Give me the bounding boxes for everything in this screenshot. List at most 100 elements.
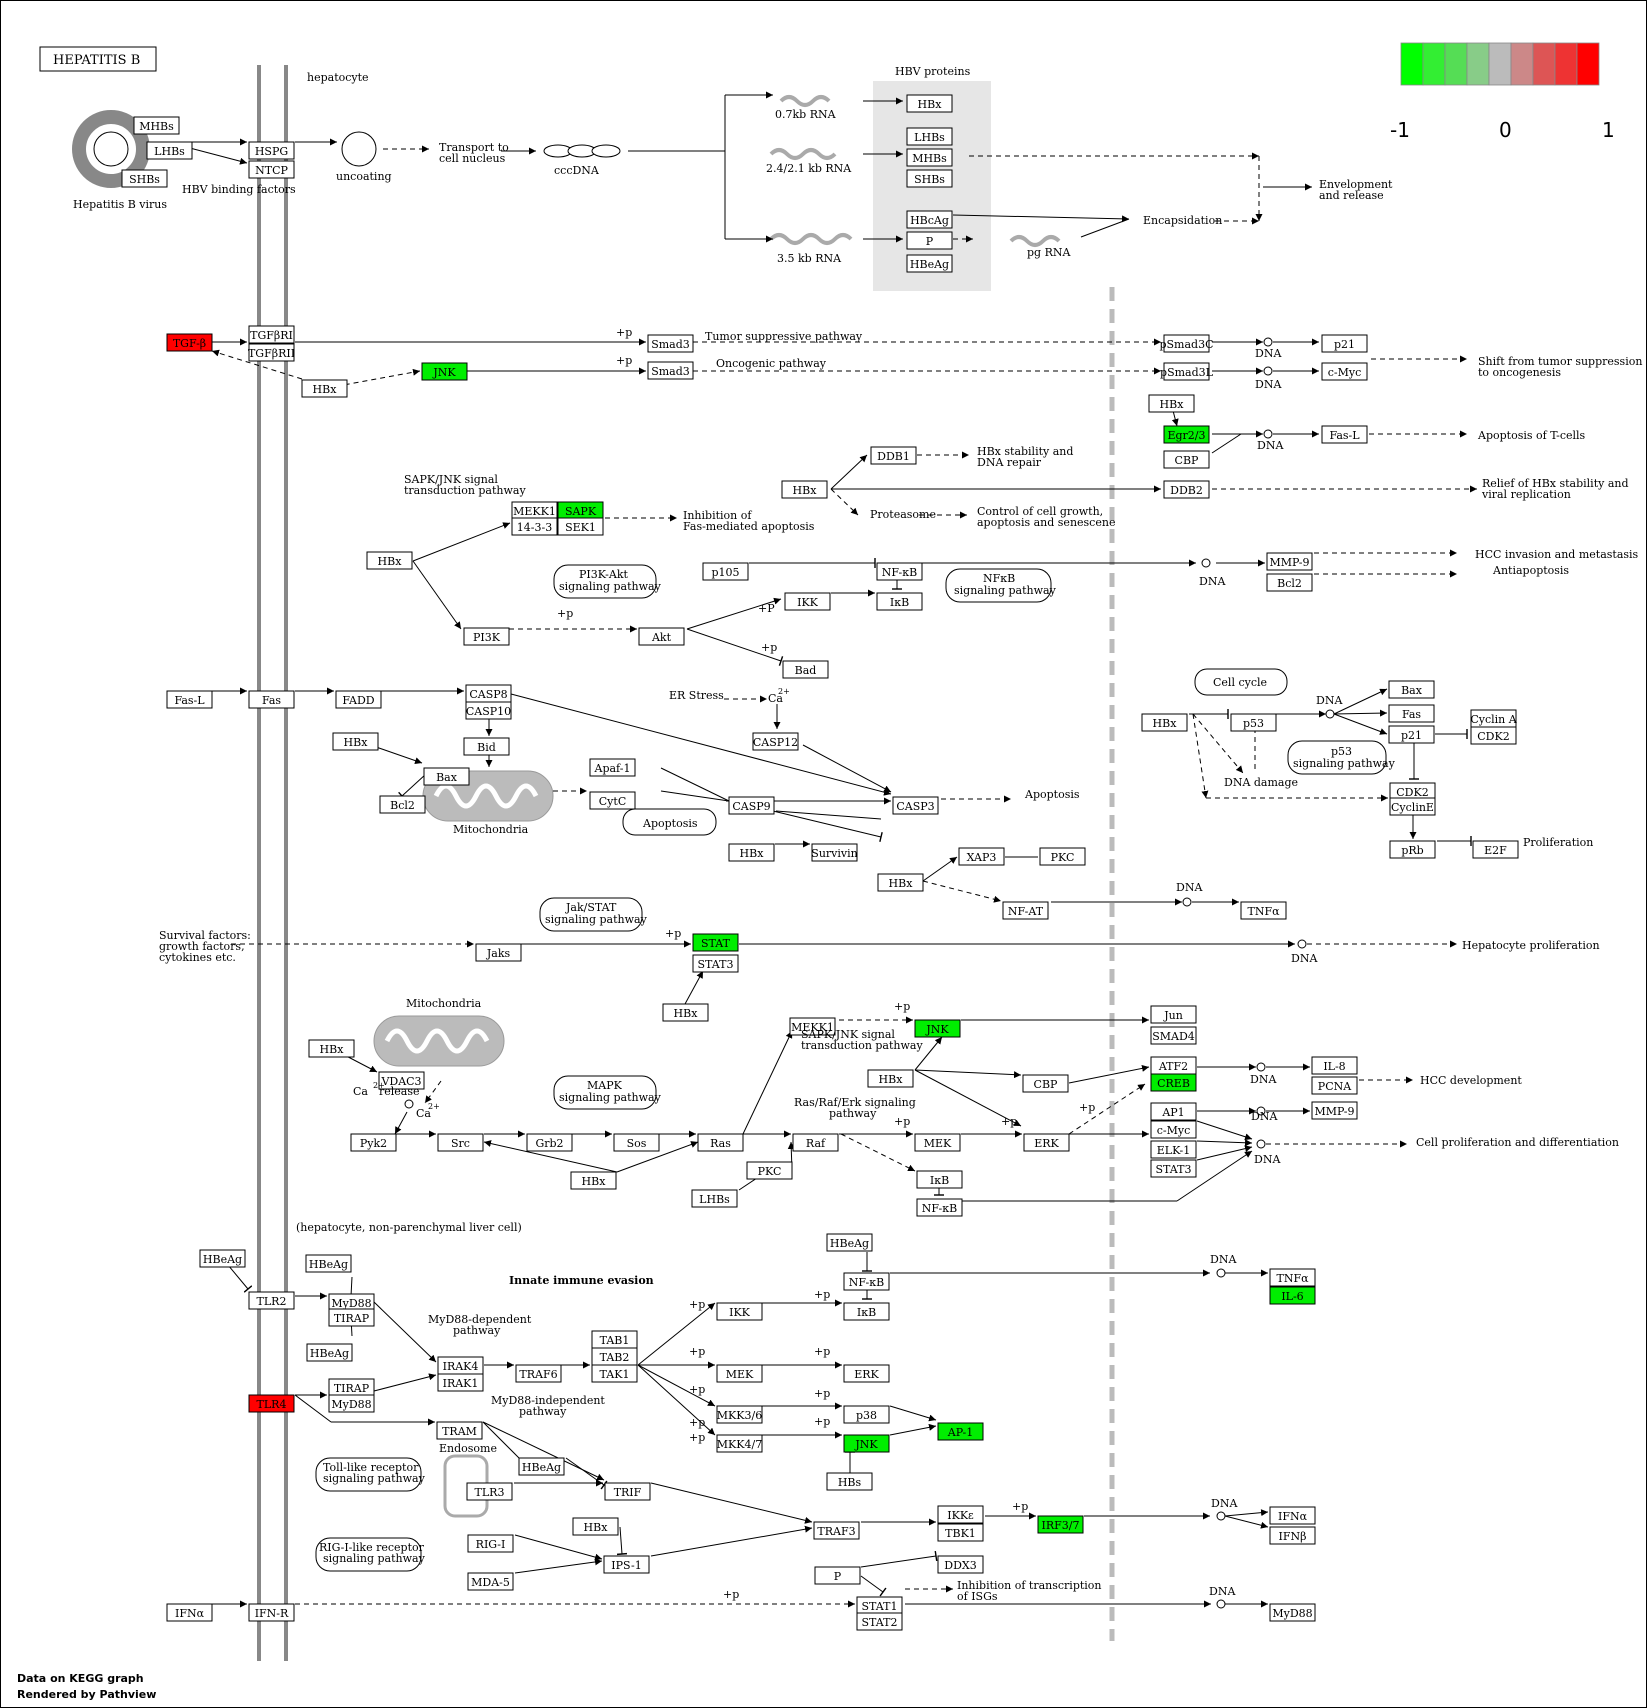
gene-node-mhbs_p[interactable]: MHBs: [906, 148, 953, 167]
gene-node-nfkb3[interactable]: NF-κB: [843, 1272, 890, 1291]
gene-node-tlr3[interactable]: TLR3: [466, 1482, 513, 1501]
gene-node-e2f[interactable]: E2F: [1472, 840, 1519, 859]
gene-node-elk1[interactable]: ELK-1: [1150, 1140, 1197, 1159]
gene-node-nfat[interactable]: NF-AT: [1002, 901, 1049, 920]
gene-node-hbeag2[interactable]: HBeAg: [305, 1254, 352, 1273]
gene-node-jun[interactable]: Jun: [1150, 1005, 1197, 1024]
gene-node-tlr4[interactable]: TLR4: [248, 1394, 295, 1413]
gene-node-hbx_p[interactable]: HBx: [906, 94, 953, 113]
gene-node-ikke[interactable]: IKKε: [937, 1505, 984, 1524]
gene-node-hbx10[interactable]: HBx: [308, 1039, 355, 1058]
gene-node-cmyc1[interactable]: c-Myc: [1321, 362, 1368, 381]
gene-node-bid[interactable]: Bid: [463, 737, 510, 756]
gene-node-tak1[interactable]: TAK1: [591, 1364, 638, 1383]
gene-node-ifna1[interactable]: IFNα: [166, 1603, 213, 1622]
gene-node-il8[interactable]: IL-8: [1311, 1056, 1358, 1075]
gene-node-hbx6[interactable]: HBx: [728, 843, 775, 862]
gene-node-bax1[interactable]: Bax: [423, 767, 470, 786]
gene-node-hbx2[interactable]: HBx: [1148, 394, 1195, 413]
gene-node-p_p[interactable]: P: [906, 231, 953, 250]
gene-node-p53[interactable]: p53: [1230, 713, 1277, 732]
gene-node-cycline[interactable]: CyclinE: [1389, 797, 1436, 816]
gene-node-tgfb[interactable]: TGF-β: [166, 333, 213, 352]
gene-node-sek1[interactable]: SEK1: [557, 517, 604, 536]
gene-node-tirap1[interactable]: TIRAP: [328, 1308, 375, 1327]
gene-node-bax2[interactable]: Bax: [1388, 680, 1435, 699]
gene-node-nfkb1[interactable]: NF-κB: [876, 562, 923, 581]
gene-node-sapk[interactable]: SAPK: [557, 501, 604, 520]
gene-node-mkk36[interactable]: MKK3/6: [716, 1405, 763, 1424]
gene-node-pkc2[interactable]: PKC: [746, 1161, 793, 1180]
gene-node-erk1[interactable]: ERK: [1023, 1133, 1070, 1152]
gene-node-ifnr[interactable]: IFN-R: [248, 1603, 295, 1622]
gene-node-smad4[interactable]: SMAD4: [1150, 1026, 1197, 1045]
gene-node-cbp2[interactable]: CBP: [1022, 1074, 1069, 1093]
gene-node-bcl2b[interactable]: Bcl2: [379, 795, 426, 814]
gene-node-myd88a[interactable]: MyD88: [328, 1293, 375, 1312]
gene-node-irf37[interactable]: IRF3/7: [1037, 1515, 1084, 1534]
gene-node-stat[interactable]: STAT: [692, 933, 739, 952]
gene-node-hbeag1[interactable]: HBeAg: [199, 1249, 246, 1268]
gene-node-jnk2[interactable]: JNK: [914, 1019, 961, 1038]
gene-node-ntcp[interactable]: NTCP: [248, 160, 295, 179]
gene-node-myd88b[interactable]: MyD88: [328, 1394, 375, 1413]
gene-node-p38[interactable]: p38: [843, 1405, 890, 1424]
gene-node-cdk2a[interactable]: CDK2: [1470, 726, 1517, 745]
gene-node-ap1b[interactable]: AP-1: [937, 1422, 984, 1441]
gene-node-cytc[interactable]: CytC: [589, 791, 636, 810]
gene-node-hbx12[interactable]: HBx: [867, 1069, 914, 1088]
gene-node-ddb2[interactable]: DDB2: [1163, 480, 1210, 499]
gene-node-egr23[interactable]: Egr2/3: [1163, 425, 1210, 444]
gene-node-traf6[interactable]: TRAF6: [515, 1364, 562, 1383]
gene-node-tirap2[interactable]: TIRAP: [328, 1378, 375, 1397]
gene-node-pyk2[interactable]: Pyk2: [350, 1133, 397, 1152]
gene-node-hbx3[interactable]: HBx: [781, 480, 828, 499]
gene-node-pi3k[interactable]: PI3K: [463, 627, 510, 646]
gene-node-vdac3[interactable]: VDAC3: [378, 1071, 425, 1090]
gene-node-ikk2[interactable]: IKK: [716, 1302, 763, 1321]
gene-node-myd88c[interactable]: MyD88: [1269, 1603, 1316, 1622]
gene-node-cbp1[interactable]: CBP: [1163, 450, 1210, 469]
gene-node-tbk1[interactable]: TBK1: [937, 1523, 984, 1542]
gene-node-sos[interactable]: Sos: [613, 1133, 660, 1152]
gene-node-erk2[interactable]: ERK: [843, 1364, 890, 1383]
gene-node-src[interactable]: Src: [437, 1133, 484, 1152]
gene-node-grb2[interactable]: Grb2: [526, 1133, 573, 1152]
gene-node-irak4[interactable]: IRAK4: [437, 1356, 484, 1375]
gene-node-ikb3[interactable]: IκB: [843, 1302, 890, 1321]
gene-node-irak1[interactable]: IRAK1: [437, 1373, 484, 1392]
gene-node-mhbs_v[interactable]: MHBs: [133, 116, 180, 135]
gene-node-ifna2[interactable]: IFNα: [1269, 1506, 1316, 1525]
gene-node-ikb2[interactable]: IκB: [916, 1170, 963, 1189]
gene-node-hbx1[interactable]: HBx: [301, 379, 348, 398]
gene-node-ap1a[interactable]: AP1: [1150, 1102, 1197, 1121]
gene-node-xap3[interactable]: XAP3: [958, 847, 1005, 866]
gene-node-tgfbrii[interactable]: TGFβRII: [248, 343, 295, 362]
gene-node-casp9[interactable]: CASP9: [728, 796, 775, 815]
gene-node-mek2[interactable]: MEK: [716, 1364, 763, 1383]
gene-node-fasl2[interactable]: Fas-L: [1321, 425, 1368, 444]
gene-node-ikk1[interactable]: IKK: [784, 592, 831, 611]
gene-node-hbs[interactable]: HBs: [826, 1472, 873, 1491]
gene-node-cdk2b[interactable]: CDK2: [1389, 782, 1436, 801]
gene-node-pkc1[interactable]: PKC: [1039, 847, 1086, 866]
gene-node-survivin[interactable]: Survivin: [811, 843, 858, 862]
gene-node-akt[interactable]: Akt: [638, 627, 685, 646]
gene-node-hbx8[interactable]: HBx: [1141, 713, 1188, 732]
gene-node-hbx5[interactable]: HBx: [332, 732, 379, 751]
gene-node-casp10[interactable]: CASP10: [465, 701, 512, 720]
gene-node-hbx13[interactable]: HBx: [572, 1517, 619, 1536]
gene-node-creb[interactable]: CREB: [1150, 1073, 1197, 1092]
gene-node-p2[interactable]: P: [814, 1566, 861, 1585]
gene-node-shbs_v[interactable]: SHBs: [121, 169, 168, 188]
gene-node-p21b[interactable]: p21: [1388, 725, 1435, 744]
gene-node-ddx3[interactable]: DDX3: [937, 1555, 984, 1574]
gene-node-hbeag4[interactable]: HBeAg: [826, 1233, 873, 1252]
gene-node-smad3b[interactable]: Smad3: [647, 361, 694, 380]
gene-node-ras[interactable]: Ras: [697, 1133, 744, 1152]
gene-node-hbeag5[interactable]: HBeAg: [518, 1457, 565, 1476]
gene-node-tab1[interactable]: TAB1: [591, 1330, 638, 1349]
gene-node-smad3a[interactable]: Smad3: [647, 334, 694, 353]
gene-node-ikb1[interactable]: IκB: [876, 592, 923, 611]
gene-node-hbeag3[interactable]: HBeAg: [306, 1343, 353, 1362]
